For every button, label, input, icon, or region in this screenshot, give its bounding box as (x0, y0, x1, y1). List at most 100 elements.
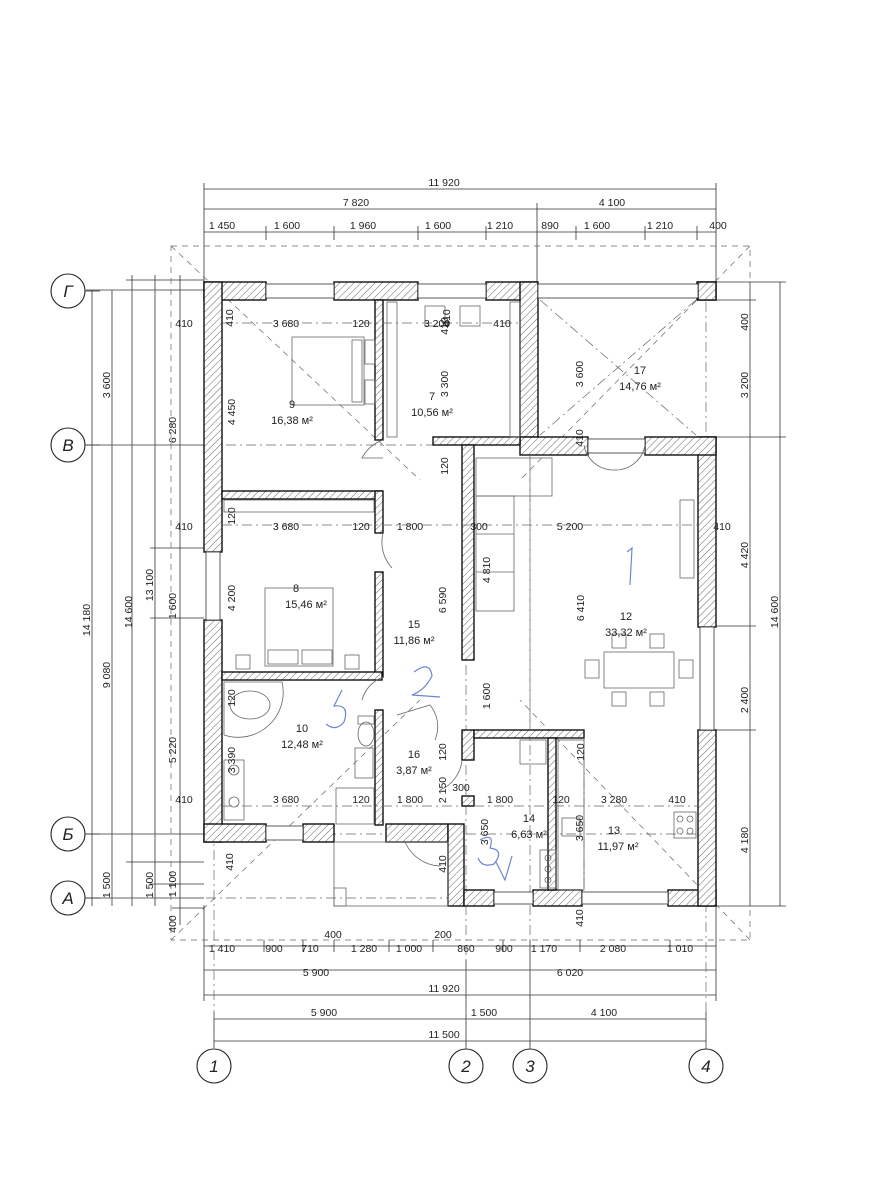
dim-bottom-row: 900 (495, 943, 513, 955)
dim-inner-vert: 120 (575, 743, 587, 761)
dim-right-b: 2 400 (739, 687, 751, 713)
dim-left-a: 9 080 (101, 662, 113, 688)
dim-bottom-row: 2 080 (600, 943, 626, 955)
dim-inner-vert: 2 150 (437, 777, 449, 803)
dim-bottom-axes: 1 500 (471, 1007, 497, 1019)
dim-left-third: 13 100 (144, 569, 156, 601)
dim-inner: 3 200 (424, 318, 450, 330)
dim-top-row: 1 210 (487, 220, 513, 232)
dim-bottom-mid: 6 020 (557, 967, 583, 979)
dim-top-row: 1 210 (647, 220, 673, 232)
dim-inner-vert: 3 650 (574, 815, 586, 841)
dim-inner-vert: 4 450 (226, 399, 238, 425)
dim-inner: 1 800 (397, 794, 423, 806)
dim-bottom-axes: 5 900 (311, 1007, 337, 1019)
dim-inner: 410 (175, 318, 193, 330)
dim-inner-vert: 3 390 (226, 747, 238, 773)
handwritten-annotations (325, 546, 633, 882)
dim-inner-vert: 410 (574, 909, 586, 927)
room-number: 12 (620, 611, 632, 623)
dim-inner: 120 (352, 521, 370, 533)
dim-inner-vert: 410 (437, 855, 449, 873)
room-number: 17 (634, 365, 646, 377)
dim-inner-vert: 120 (226, 507, 238, 525)
dim-bottom-row: 1 410 (209, 943, 235, 955)
dim-inner-vert: 410 (224, 853, 236, 871)
dim-inner: 300 (470, 521, 488, 533)
dim-right-a: 400 (739, 313, 751, 331)
room-area: 10,56 м² (411, 407, 453, 419)
axis-label-v: В (62, 436, 73, 455)
dim-inner: 410 (713, 521, 731, 533)
dim-top-row: 400 (709, 220, 727, 232)
dim-inner-vert: 1 600 (481, 683, 493, 709)
room-number: 9 (289, 399, 295, 411)
dim-top-row: 890 (541, 220, 559, 232)
dim-bottom-row: 200 (434, 929, 452, 941)
dim-inner: 3 680 (273, 318, 299, 330)
dim-top-row: 1 960 (350, 220, 376, 232)
dim-inner: 120 (552, 794, 570, 806)
dim-bottom-row: 710 (301, 943, 319, 955)
dim-top-row: 1 600 (425, 220, 451, 232)
axis-label-1: 1 (209, 1057, 218, 1076)
room-number: 15 (408, 619, 420, 631)
dim-right-b: 4 420 (739, 542, 751, 568)
dim-bottom-row: 1 010 (667, 943, 693, 955)
room-labels: 9 16,38 м² 7 10,56 м² 17 14,76 м² 8 15,4… (271, 365, 661, 853)
windows (205, 283, 715, 905)
dimension-text-inner: 410 3 680 120 3 200 410 410 410 410 3 68… (175, 309, 731, 927)
dim-bottom-row: 400 (324, 929, 342, 941)
dim-bottom-row: 1 170 (531, 943, 557, 955)
dim-left-b: 1 100 (167, 871, 179, 897)
dim-inner: 410 (175, 794, 193, 806)
room-area: 15,46 м² (285, 599, 327, 611)
axis-label-4: 4 (701, 1057, 710, 1076)
dim-inner: 3 680 (273, 794, 299, 806)
dim-inner: 1 800 (397, 521, 423, 533)
dim-bottom-mid: 5 900 (303, 967, 329, 979)
room-number: 13 (608, 825, 620, 837)
room-area: 33,32 м² (605, 627, 647, 639)
dim-inner-vert: 6 590 (437, 587, 449, 613)
dim-inner: 5 200 (557, 521, 583, 533)
dim-left-b: 6 280 (167, 417, 179, 443)
room-area: 3,87 м² (396, 765, 432, 777)
dim-left-a: 1 500 (101, 872, 113, 898)
dim-left-c: 400 (167, 915, 179, 933)
axis-label-3: 3 (525, 1057, 535, 1076)
dimension-text-top: 11 920 7 820 4 100 1 450 1 600 1 960 1 6… (209, 177, 727, 232)
room-area: 11,86 м² (394, 635, 435, 647)
dimension-text-left: 14 180 14 600 13 100 3 600 9 080 1 500 6… (81, 372, 179, 933)
dim-right-a: 14 600 (769, 596, 781, 628)
axis-label-2: 2 (460, 1057, 471, 1076)
dim-inner: 3 280 (601, 794, 627, 806)
dim-inner: 410 (668, 794, 686, 806)
dim-inner-vert: 120 (226, 689, 238, 707)
dim-inner: 410 (224, 309, 236, 327)
axis-label-a: А (61, 889, 73, 908)
axis-label-g: Г (63, 282, 74, 301)
dim-inner: 3 680 (273, 521, 299, 533)
dim-top-row: 1 600 (584, 220, 610, 232)
dim-inner: 410 (175, 521, 193, 533)
room-area: 16,38 м² (271, 415, 313, 427)
axis-label-b: Б (62, 825, 73, 844)
dim-top-row: 1 600 (274, 220, 300, 232)
dim-bottom-row: 1 000 (396, 943, 422, 955)
axis-markers: Г В Б А 1 2 3 4 (50, 273, 724, 1084)
dimension-text-bottom: 1 410 900 710 400 1 280 1 000 200 860 90… (209, 929, 693, 1041)
doors (333, 439, 646, 907)
dim-inner: 120 (352, 318, 370, 330)
dim-inner-vert: 6 410 (575, 595, 587, 621)
dim-top-sub: 7 820 (343, 197, 369, 209)
dim-inner-vert: 4 810 (481, 557, 493, 583)
dim-bottom-row: 900 (265, 943, 283, 955)
dim-top-row: 1 450 (209, 220, 235, 232)
dim-bottom-total: 11 920 (428, 983, 459, 995)
dim-bottom-axes: 4 100 (591, 1007, 617, 1019)
walls (203, 281, 717, 907)
dim-bottom-axes-total: 11 500 (428, 1029, 459, 1041)
dim-inner: 300 (452, 782, 470, 794)
